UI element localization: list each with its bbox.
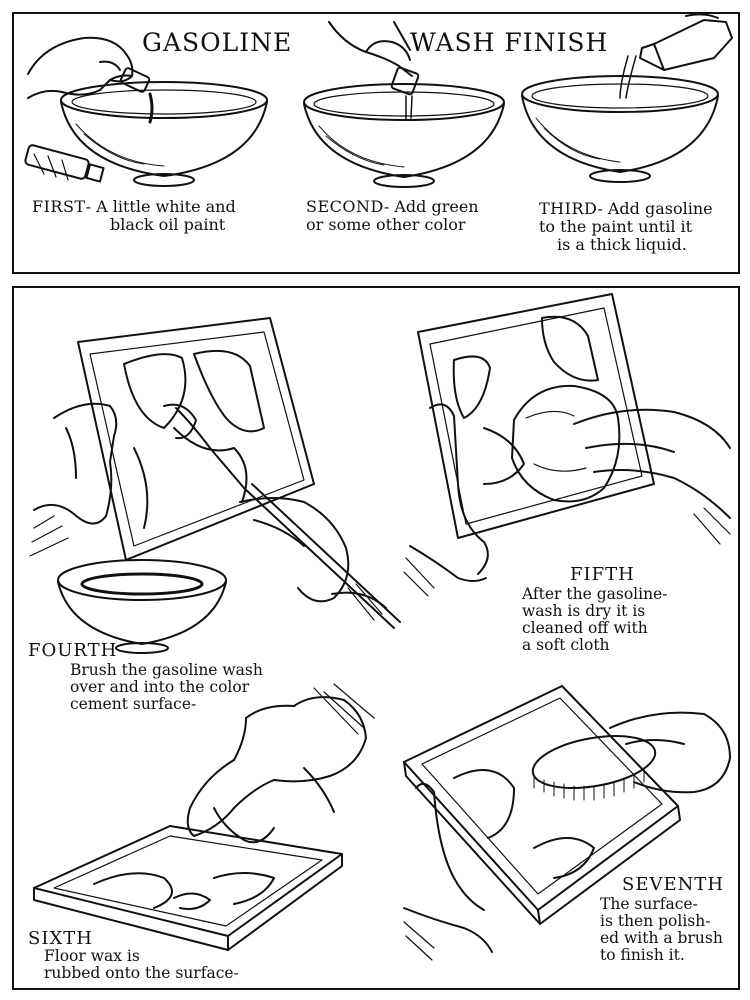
step-fifth-line: cleaned off with	[522, 620, 667, 637]
step-third-label: THIRD	[539, 199, 597, 218]
fourth-illustration	[30, 318, 400, 653]
step-fourth-description: Brush the gasoline wash over and into th…	[70, 662, 263, 713]
step-fifth-line: wash is dry it is	[522, 603, 667, 620]
step-third-line1: Add gasoline	[608, 199, 713, 218]
sixth-illustration	[34, 684, 374, 950]
step-fifth-line: a soft cloth	[522, 637, 667, 654]
step-first-caption: FIRST- A little white and black oil pain…	[32, 198, 236, 234]
step-fourth-line: over and into the color	[70, 679, 263, 696]
step-third-line3: is a thick liquid.	[539, 235, 687, 254]
step-seventh-line: is then polish-	[600, 913, 723, 930]
step-fourth-line: cement surface-	[70, 696, 263, 713]
step-sixth-description: Floor wax is rubbed onto the surface-	[44, 948, 239, 982]
step-second-caption: SECOND- Add green or some other color	[306, 198, 479, 234]
step-third-line2: to the paint until it	[539, 217, 692, 236]
step-seventh-label: SEVENTH	[622, 874, 724, 895]
step-fifth-description: After the gasoline- wash is dry it is cl…	[522, 586, 667, 654]
step-sixth-line: rubbed onto the surface-	[44, 965, 239, 982]
step-first-line1: A little white and	[96, 197, 236, 216]
step-second-line1: Add green	[394, 197, 478, 216]
step-seventh-line: to finish it.	[600, 947, 723, 964]
title-gasoline: GASOLINE	[142, 28, 292, 57]
step-fifth-line: After the gasoline-	[522, 586, 667, 603]
bottom-panel: FOURTH Brush the gasoline wash over and …	[12, 286, 740, 990]
step-seventh-line: The surface-	[600, 896, 723, 913]
top-panel: GASOLINE WASH FINISH FIRST- A little whi…	[12, 12, 740, 274]
step-fifth-label: FIFTH	[570, 564, 635, 585]
step-first-line2: black oil paint	[32, 215, 225, 234]
step-second-line2: or some other color	[306, 215, 466, 234]
bowl-1-illustration	[24, 38, 267, 186]
step-seventh-description: The surface- is then polish- ed with a b…	[600, 896, 723, 964]
step-fourth-label: FOURTH	[28, 640, 117, 661]
step-third-caption: THIRD- Add gasoline to the paint until i…	[539, 200, 713, 254]
step-first-label: FIRST	[32, 197, 86, 216]
step-second-label: SECOND	[306, 197, 384, 216]
step-seventh-line: ed with a brush	[600, 930, 723, 947]
step-sixth-label: SIXTH	[28, 928, 93, 949]
title-wash-finish: WASH FINISH	[410, 28, 608, 57]
step-sixth-line: Floor wax is	[44, 948, 239, 965]
fifth-illustration	[404, 294, 730, 596]
step-fourth-line: Brush the gasoline wash	[70, 662, 263, 679]
